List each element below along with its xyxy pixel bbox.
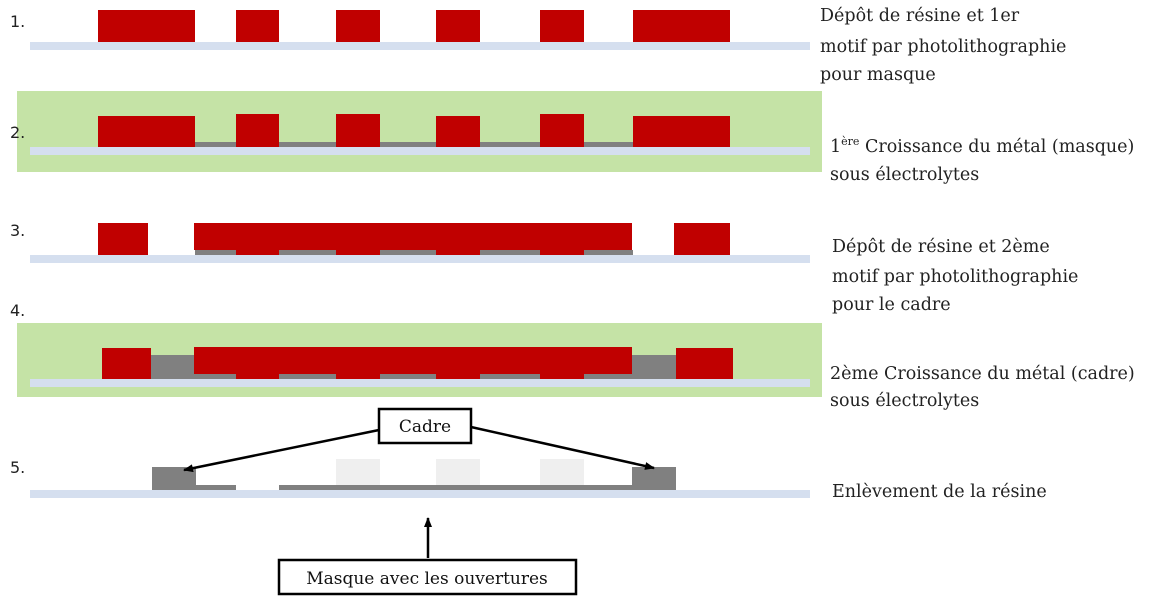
step-1-desc-line-1: Dépôt de résine et 1er: [820, 6, 1020, 26]
metal-layer: [195, 374, 633, 379]
step-3: 3. Dépôt de résine et 2ème motif par pho…: [10, 221, 1078, 315]
resin-block: [540, 10, 584, 42]
resin-block: [674, 223, 730, 255]
resin-block: [336, 114, 380, 147]
substrate: [30, 255, 810, 263]
frame-label: Cadre: [399, 417, 451, 437]
step-5: 5. Enlèvement de la résine: [10, 458, 1047, 502]
frame-metal: [152, 467, 196, 490]
step-4: 4. 2ème Croissance du métal (cadre) sous…: [10, 301, 1135, 411]
step-1-desc-line-3: pour masque: [820, 65, 936, 85]
resin-block: [102, 348, 151, 379]
substrate: [30, 379, 810, 387]
mask-label-box: [277, 558, 578, 596]
frame-arrow-left: [183, 428, 380, 473]
step-3-desc-line-2: motif par photolithographie: [832, 267, 1078, 287]
frame-metal: [632, 467, 676, 490]
resin-block: [676, 348, 733, 379]
metal-layer: [98, 142, 730, 147]
step-5-desc-line-1: Enlèvement de la résine: [832, 482, 1047, 502]
resin-block: [540, 114, 584, 147]
opening: [540, 459, 584, 485]
resin-block: [236, 250, 279, 255]
frame-label-box: [377, 407, 473, 445]
resin-frame-block: [194, 347, 632, 374]
metal-layer: [195, 250, 633, 255]
step-2-desc-rest: Croissance du métal (masque): [859, 137, 1134, 157]
frame-arrow-right: [470, 425, 655, 470]
frame-metal: [151, 355, 195, 379]
resin-block: [540, 250, 584, 255]
step-3-number: 3.: [10, 221, 25, 240]
resin-block: [633, 10, 730, 42]
resin-frame-block: [194, 223, 632, 250]
step-5-number: 5.: [10, 458, 25, 477]
step-1: 1. Dépôt de résine et 1er motif par phot…: [10, 6, 1066, 85]
step-2-number: 2.: [10, 123, 25, 142]
step-2-desc-sup: ère: [841, 135, 859, 148]
mask-callout: Masque avec les ouvertures: [277, 517, 578, 596]
resin-block: [236, 10, 279, 42]
step-1-desc-line-2: motif par photolithographie: [820, 37, 1066, 57]
opening: [336, 459, 380, 485]
opening: [436, 459, 480, 485]
step-3-desc-line-3: pour le cadre: [832, 295, 951, 315]
opening: [236, 485, 279, 490]
resin-block: [436, 250, 480, 255]
resin-block: [336, 250, 380, 255]
step-4-desc-line-1: 2ème Croissance du métal (cadre): [830, 364, 1135, 384]
resin-block: [336, 10, 380, 42]
mask-label: Masque avec les ouvertures: [306, 569, 548, 589]
resin-block: [98, 10, 195, 42]
step-2-desc-line-1: 1ère Croissance du métal (masque): [830, 135, 1134, 157]
frame-metal: [632, 355, 676, 379]
resin-block: [236, 114, 279, 147]
step-3-desc-line-1: Dépôt de résine et 2ème: [832, 237, 1050, 257]
resin-block: [436, 10, 480, 42]
substrate: [30, 490, 810, 498]
metal-layer: [195, 485, 633, 490]
resin-block: [436, 116, 480, 147]
resin-block: [98, 223, 148, 255]
step-2-desc-line-2: sous électrolytes: [830, 165, 979, 185]
substrate: [30, 147, 810, 155]
resin-block: [98, 116, 195, 147]
step-2-desc-prefix: 1: [830, 137, 841, 157]
resin-block: [540, 374, 584, 379]
substrate: [30, 42, 810, 50]
step-1-number: 1.: [10, 12, 25, 31]
step-4-desc-line-2: sous électrolytes: [830, 391, 979, 411]
resin-block: [633, 116, 730, 147]
frame-callout: Cadre: [183, 407, 655, 473]
resin-block: [436, 374, 480, 379]
step-4-number: 4.: [10, 301, 25, 320]
resin-block: [336, 374, 380, 379]
step-2: 2. 1ère Croissance du métal (masque) sou…: [10, 91, 1134, 185]
resin-block: [236, 374, 279, 379]
